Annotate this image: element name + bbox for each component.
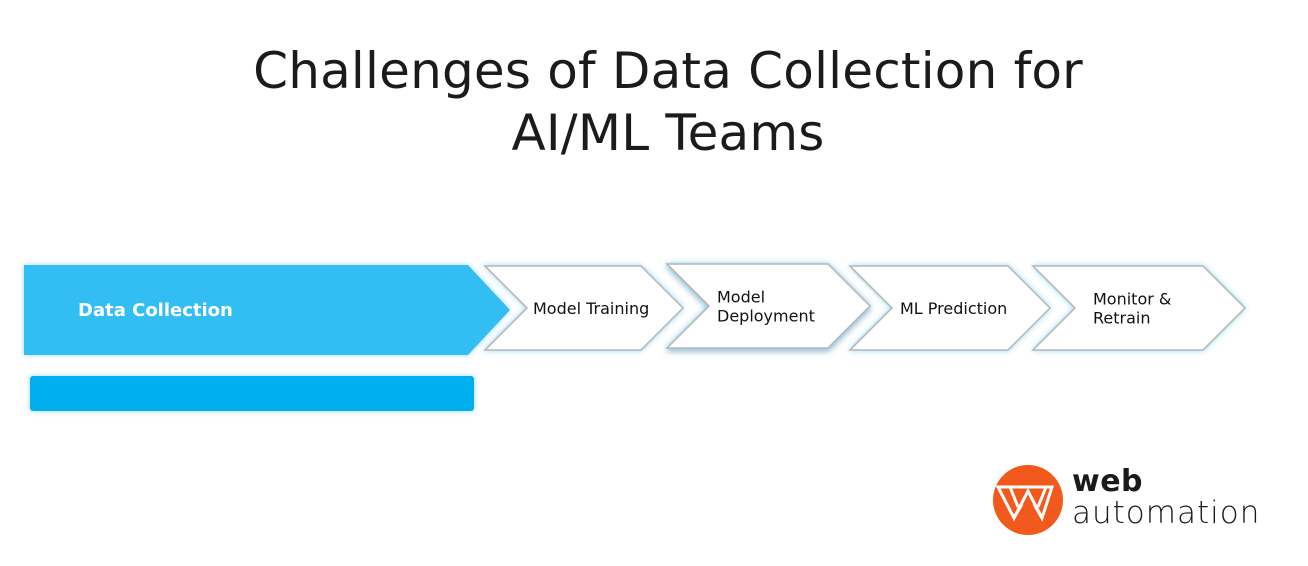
- logo-text-automation: automation: [1072, 495, 1261, 531]
- step-label: Model: [717, 288, 765, 307]
- step-label: Monitor &: [1093, 290, 1171, 309]
- active-step-detail-bar: [30, 376, 474, 411]
- step-label: Deployment: [717, 307, 815, 326]
- step-chevron: [1031, 265, 1247, 351]
- logo-text-web: web: [1072, 464, 1144, 499]
- step-chevron: [665, 263, 872, 349]
- pipeline-step-monitor-retrain: Monitor &Retrain: [1031, 265, 1247, 351]
- pipeline-step-ml-prediction: ML Prediction: [848, 265, 1052, 351]
- active-step-chevron: [24, 265, 510, 355]
- step-label: Retrain: [1093, 309, 1150, 328]
- web-automation-logo: web automation: [992, 462, 1282, 538]
- pipeline-step-data-collection: Data Collection: [24, 265, 510, 355]
- step-chevron: [483, 265, 685, 351]
- title-line-1: Challenges of Data Collection for: [253, 42, 1083, 100]
- title-line-2: AI/ML Teams: [511, 104, 825, 162]
- step-chevron: [848, 265, 1052, 351]
- pipeline-step-model-training: Model Training: [483, 265, 685, 351]
- step-label: ML Prediction: [900, 299, 1007, 318]
- step-label: Data Collection: [78, 300, 233, 321]
- page-title: Challenges of Data Collection for AI/ML …: [0, 40, 1308, 164]
- step-label: Model Training: [533, 299, 649, 318]
- web-automation-w-logo-icon: [993, 465, 1063, 535]
